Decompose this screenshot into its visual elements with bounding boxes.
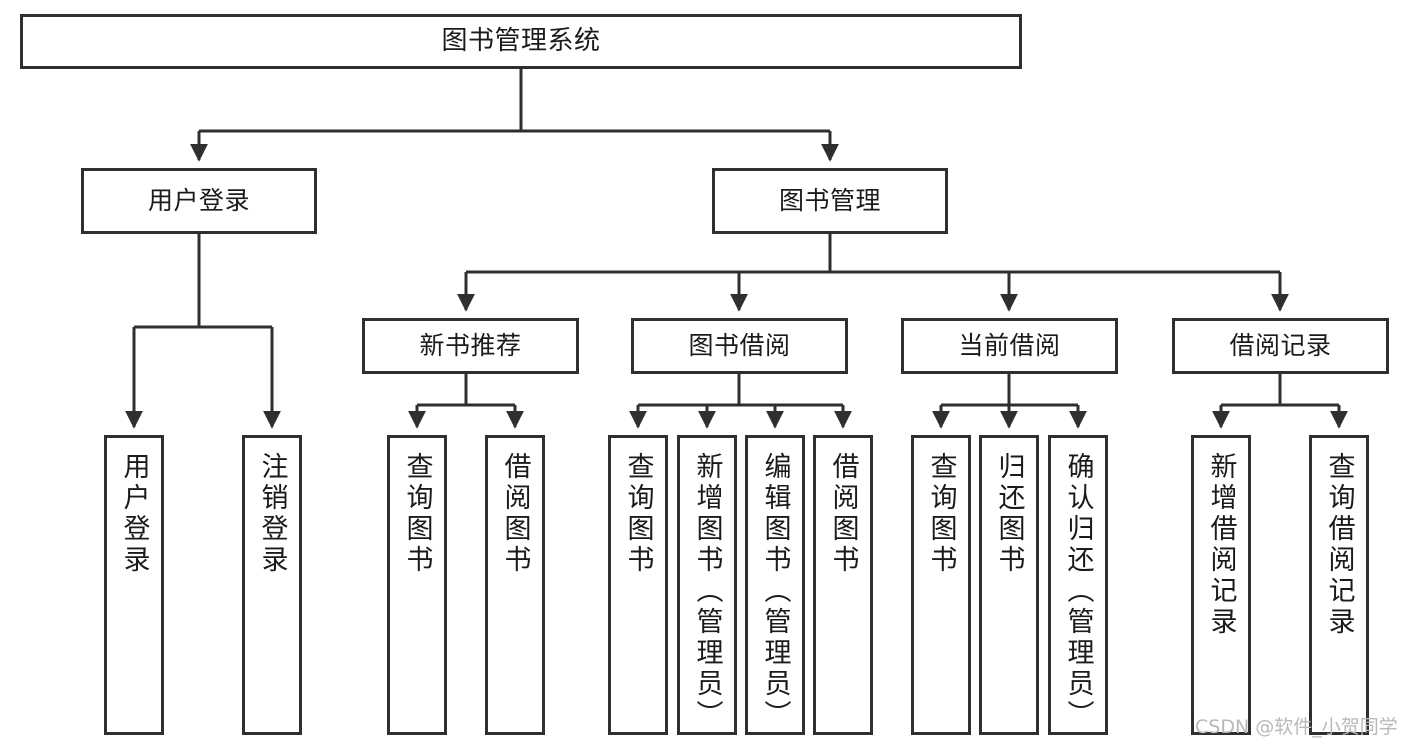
node-leaf-add-book-label: 新增图书（管理员） <box>691 452 723 731</box>
node-leaf-user-logout-label: 注销登录 <box>256 452 288 576</box>
node-leaf-query-book-3-label: 查询图书 <box>925 452 957 576</box>
node-leaf-user-login-label: 用户登录 <box>118 452 150 576</box>
node-leaf-confirm-return-label: 确认归还（管理员） <box>1062 452 1094 731</box>
node-leaf-query-record[interactable]: 查询借阅记录 <box>1309 435 1369 735</box>
node-current-borrow[interactable]: 当前借阅 <box>901 318 1118 374</box>
node-leaf-add-book[interactable]: 新增图书（管理员） <box>677 435 737 735</box>
node-book-borrow-label: 图书借阅 <box>688 331 791 360</box>
node-leaf-query-book-2[interactable]: 查询图书 <box>608 435 668 735</box>
node-leaf-query-record-label: 查询借阅记录 <box>1323 452 1355 638</box>
node-leaf-borrow-book-1[interactable]: 借阅图书 <box>485 435 545 735</box>
node-leaf-borrow-book-2[interactable]: 借阅图书 <box>813 435 873 735</box>
node-leaf-borrow-book-2-label: 借阅图书 <box>827 452 859 576</box>
node-leaf-add-record[interactable]: 新增借阅记录 <box>1191 435 1251 735</box>
node-leaf-confirm-return[interactable]: 确认归还（管理员） <box>1048 435 1108 735</box>
node-leaf-return-book[interactable]: 归还图书 <box>979 435 1039 735</box>
node-leaf-query-book-3[interactable]: 查询图书 <box>911 435 971 735</box>
node-borrow-record[interactable]: 借阅记录 <box>1172 318 1389 374</box>
node-leaf-add-record-label: 新增借阅记录 <box>1205 452 1237 638</box>
node-user-login[interactable]: 用户登录 <box>81 168 317 234</box>
node-root[interactable]: 图书管理系统 <box>20 14 1022 69</box>
node-leaf-edit-book[interactable]: 编辑图书（管理员） <box>745 435 805 735</box>
watermark: CSDN @软件_小贺同学 <box>1195 716 1398 738</box>
node-leaf-user-login[interactable]: 用户登录 <box>104 435 164 735</box>
node-leaf-borrow-book-1-label: 借阅图书 <box>499 452 531 576</box>
node-book-manage[interactable]: 图书管理 <box>712 168 948 234</box>
node-book-borrow[interactable]: 图书借阅 <box>631 318 848 374</box>
node-leaf-edit-book-label: 编辑图书（管理员） <box>759 452 791 731</box>
node-leaf-query-book-2-label: 查询图书 <box>622 452 654 576</box>
node-current-borrow-label: 当前借阅 <box>958 331 1061 360</box>
node-new-book-recommend-label: 新书推荐 <box>419 331 522 360</box>
node-leaf-query-book-1-label: 查询图书 <box>401 452 433 576</box>
node-root-label: 图书管理系统 <box>441 25 601 56</box>
node-book-manage-label: 图书管理 <box>778 186 881 215</box>
node-leaf-user-logout[interactable]: 注销登录 <box>242 435 302 735</box>
node-borrow-record-label: 借阅记录 <box>1229 331 1332 360</box>
node-leaf-query-book-1[interactable]: 查询图书 <box>387 435 447 735</box>
node-new-book-recommend[interactable]: 新书推荐 <box>362 318 579 374</box>
node-leaf-return-book-label: 归还图书 <box>993 452 1025 576</box>
node-user-login-label: 用户登录 <box>147 186 250 215</box>
